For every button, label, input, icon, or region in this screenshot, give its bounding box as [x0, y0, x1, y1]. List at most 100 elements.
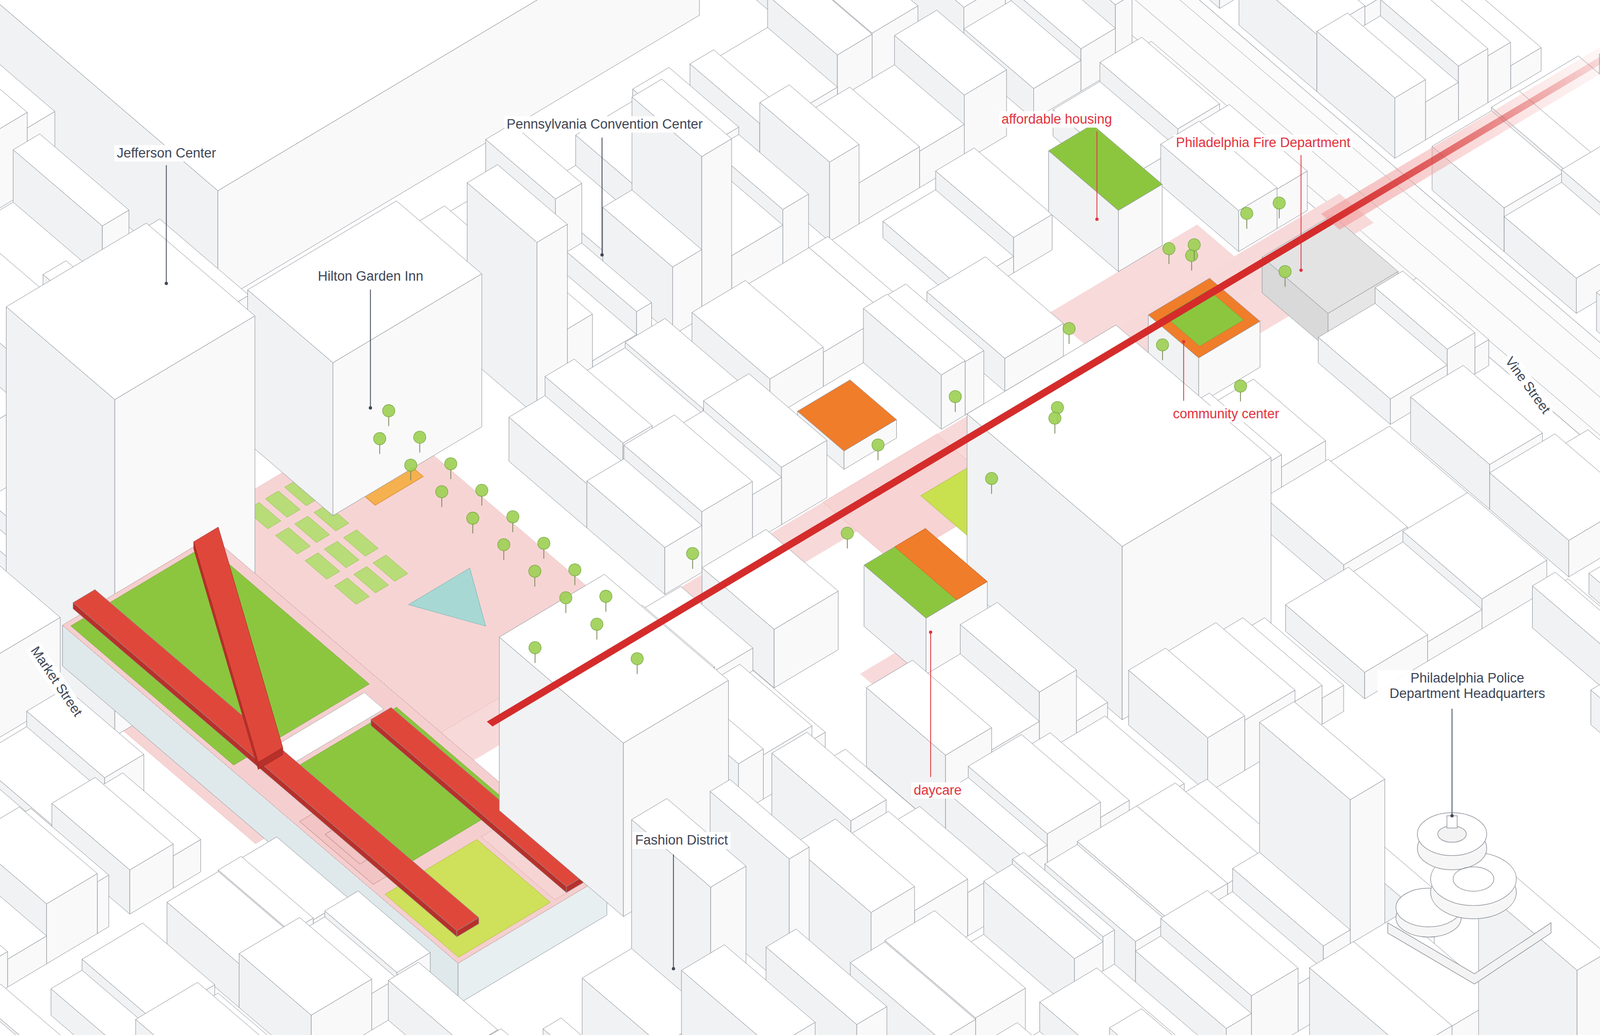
- tree: [599, 590, 612, 612]
- tree-trunk: [636, 663, 638, 674]
- tree-trunk: [605, 601, 607, 612]
- tree: [1062, 322, 1076, 345]
- building-roof: [681, 945, 815, 1035]
- tree-crown: [1273, 197, 1286, 210]
- leader-dot: [1182, 340, 1186, 344]
- leader-dot: [929, 630, 933, 635]
- tree-trunk: [1191, 260, 1193, 271]
- leader-dot: [671, 967, 676, 972]
- tree: [528, 641, 542, 664]
- building-roof: [967, 325, 1271, 547]
- tree-crown: [444, 457, 457, 471]
- tree-crown: [1234, 380, 1247, 393]
- building-roof: [543, 1018, 641, 1035]
- building-roof: [12, 134, 129, 227]
- leader-lines: [164, 131, 1454, 971]
- leader-line: [672, 854, 674, 970]
- tree: [413, 431, 426, 453]
- tree: [497, 538, 511, 561]
- tree: [590, 618, 603, 640]
- building-roof: [602, 190, 702, 268]
- route-line: [487, 219, 1334, 727]
- building-roof: [0, 807, 98, 905]
- tree: [506, 510, 520, 533]
- leader-dot: [600, 253, 604, 257]
- tree-trunk: [1284, 276, 1286, 287]
- tree-trunk: [410, 470, 412, 481]
- tree-crown: [985, 472, 999, 485]
- tree-crown: [413, 431, 426, 444]
- tree: [630, 652, 644, 675]
- tree-crown: [599, 590, 612, 603]
- route-glow: [1321, 25, 1600, 230]
- leader-line: [1183, 341, 1185, 401]
- water-feature: [408, 568, 486, 626]
- building-roof: [1259, 701, 1385, 800]
- tree-crown: [559, 592, 573, 605]
- building-roof: [1109, 1008, 1240, 1035]
- tree-crown: [630, 652, 644, 666]
- tree-crown: [1278, 265, 1292, 279]
- building-roof: [0, 1001, 49, 1035]
- tree-trunk: [1068, 333, 1070, 344]
- tree-crown: [1185, 249, 1199, 262]
- building-roof: [863, 528, 988, 619]
- tree-crown: [590, 618, 603, 631]
- garden-bed: [343, 530, 379, 557]
- tree: [528, 565, 542, 587]
- tree: [404, 459, 417, 481]
- building-face: [1149, 0, 1220, 9]
- building-roof: [1048, 124, 1163, 211]
- building-roof: [866, 660, 992, 756]
- tree: [1240, 207, 1253, 229]
- building-label: Fashion District: [632, 832, 731, 849]
- building-roof: [983, 864, 1103, 960]
- tree-trunk: [534, 576, 536, 587]
- tree-trunk: [512, 522, 514, 533]
- program-label: affordable housing: [999, 111, 1115, 128]
- tree: [985, 472, 999, 494]
- tree: [537, 537, 551, 560]
- tree-trunk: [1162, 350, 1164, 361]
- tree-crown: [871, 438, 885, 452]
- leader-line: [370, 289, 372, 408]
- tree: [949, 390, 962, 412]
- building-roof: [1316, 12, 1426, 98]
- leader-dot: [1450, 814, 1454, 818]
- building-roof: [469, 1028, 581, 1035]
- tree-trunk: [1054, 423, 1056, 434]
- building-roof: [0, 35, 28, 152]
- tree: [1278, 265, 1292, 288]
- tree-trunk: [450, 468, 452, 479]
- tree-crown: [528, 565, 542, 578]
- tree-crown: [1188, 238, 1201, 252]
- tree-crown: [568, 564, 582, 577]
- building-roof: [792, 819, 915, 914]
- tree: [1273, 197, 1286, 219]
- tree-trunk: [543, 548, 545, 559]
- leader-line: [930, 632, 932, 778]
- building-roof: [772, 732, 887, 822]
- tree-crown: [1240, 207, 1253, 220]
- tree-crown: [686, 547, 699, 561]
- tree-crown: [1051, 401, 1064, 414]
- building-roof: [331, 1020, 468, 1035]
- building-roof: [0, 558, 61, 656]
- building-label: Jefferson Center: [114, 145, 219, 162]
- roof-stair: [1446, 815, 1457, 829]
- building-roof: [6, 223, 256, 400]
- tree-trunk: [877, 450, 879, 461]
- building-roof: [1532, 572, 1600, 664]
- building-roof: [1596, 255, 1600, 361]
- tree-trunk: [574, 575, 576, 586]
- building-roof: [247, 200, 482, 364]
- tree-trunk: [1246, 218, 1248, 229]
- building-roof: [0, 869, 47, 960]
- tree-trunk: [388, 415, 390, 426]
- tree: [1048, 411, 1062, 434]
- tree-trunk: [991, 483, 993, 494]
- leader-line: [166, 165, 168, 284]
- leader-line: [1451, 708, 1453, 816]
- tree: [435, 485, 448, 508]
